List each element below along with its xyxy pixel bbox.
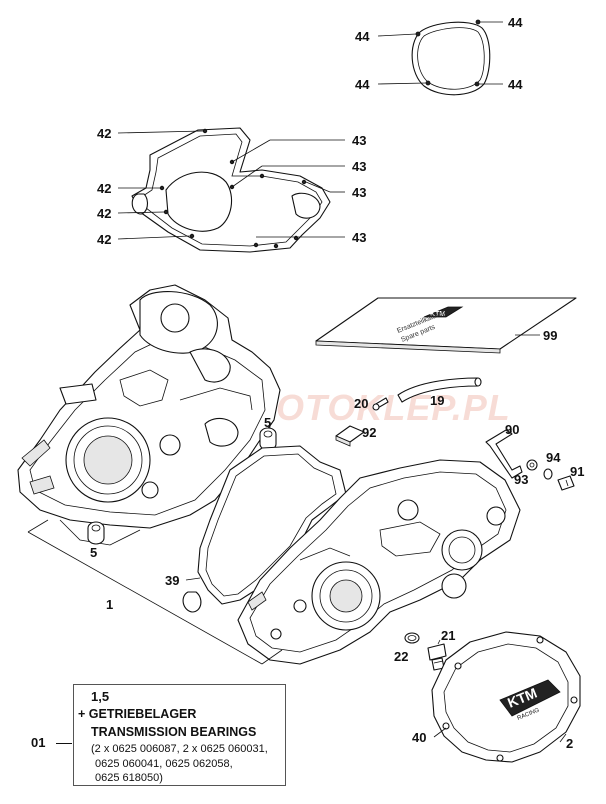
callout-92-group: 92 (362, 425, 376, 440)
callout-44-group: 44 44 44 44 (355, 15, 523, 92)
drain-plug-21[interactable] (427, 643, 447, 671)
callout-5-group: 5 5 (90, 415, 271, 560)
callout-40: 40 (412, 730, 426, 745)
legend-line-2: + GETRIEBELAGER (78, 707, 197, 721)
callout-44-c: 44 (355, 77, 370, 92)
spare-parts-manual[interactable]: KTM Ersatzteilkatalog Spare parts (315, 297, 577, 354)
callout-92: 92 (362, 425, 376, 440)
callout-40-2-group: 40 2 (412, 727, 573, 751)
callout-42-b: 42 (97, 181, 111, 196)
callout-43-a: 43 (352, 133, 366, 148)
callout-43-c: 43 (352, 185, 366, 200)
callout-5-upper: 5 (264, 415, 271, 430)
callout-99-group: 99 (515, 328, 557, 343)
callout-1-group: 1 (27, 519, 283, 665)
legend-box: 1,5 + GETRIEBELAGER TRANSMISSION BEARING… (73, 684, 286, 786)
callout-22: 22 (394, 649, 408, 664)
callout-99: 99 (543, 328, 557, 343)
callout-5-lower: 5 (90, 545, 97, 560)
callout-42-43-group: 42 42 42 42 43 43 43 43 (97, 126, 366, 247)
callout-21: 21 (441, 628, 455, 643)
callout-39: 39 (165, 573, 179, 588)
callout-19-20-group: 19 20 (354, 393, 444, 411)
callout-39-group: 39 (165, 573, 201, 588)
callout-90: 90 (505, 422, 519, 437)
callout-44-d: 44 (508, 77, 523, 92)
hose-nipple[interactable] (372, 397, 389, 411)
callout-43-b: 43 (352, 159, 366, 174)
callout-90-94-group: 90 94 93 91 (505, 422, 584, 487)
o-ring-22[interactable] (404, 632, 420, 644)
callout-44-a: 44 (355, 29, 370, 44)
callout-93: 93 (514, 472, 528, 487)
callout-21-22-group: 21 22 (394, 628, 455, 664)
legend-line-1: 1,5 (91, 689, 110, 704)
callout-44-b: 44 (508, 15, 523, 30)
washer-93[interactable] (543, 468, 553, 480)
callout-19: 19 (430, 393, 444, 408)
breather-hose[interactable] (397, 377, 482, 403)
crankcase-gasket-set[interactable] (131, 127, 331, 253)
callout-20: 20 (354, 396, 368, 411)
callout-42-c: 42 (97, 206, 111, 221)
legend-line-4: (2 x 0625 006087, 2 x 0625 060031, (91, 743, 268, 755)
screw-91[interactable] (557, 475, 575, 491)
callout-94: 94 (546, 450, 561, 465)
manual-brand: KTM (430, 311, 445, 318)
callout-42-a: 42 (97, 126, 111, 141)
legend-line-6: 0625 618050) (95, 772, 163, 784)
callout-42-d: 42 (97, 232, 111, 247)
legend-callout-01: 01 (31, 735, 46, 750)
ignition-cover-2[interactable]: KTM RACING (431, 631, 581, 763)
left-crankcase-half[interactable] (17, 284, 281, 546)
callout-91: 91 (570, 464, 584, 479)
right-crankcase-half[interactable] (237, 459, 521, 665)
legend-line-5: 0625 060041, 0625 062058, (95, 758, 233, 770)
plate-92[interactable] (335, 425, 365, 447)
callout-43-d: 43 (352, 230, 366, 245)
legend-line-3: TRANSMISSION BEARINGS (91, 725, 257, 739)
bearing-5-lower[interactable] (87, 521, 105, 545)
bearing-5-upper[interactable] (259, 427, 277, 451)
washer-94[interactable] (526, 459, 538, 471)
callout-2: 2 (566, 736, 573, 751)
callout-1: 1 (106, 597, 113, 612)
legend-leader-line (56, 743, 72, 744)
ignition-cover-gasket[interactable] (411, 19, 491, 96)
